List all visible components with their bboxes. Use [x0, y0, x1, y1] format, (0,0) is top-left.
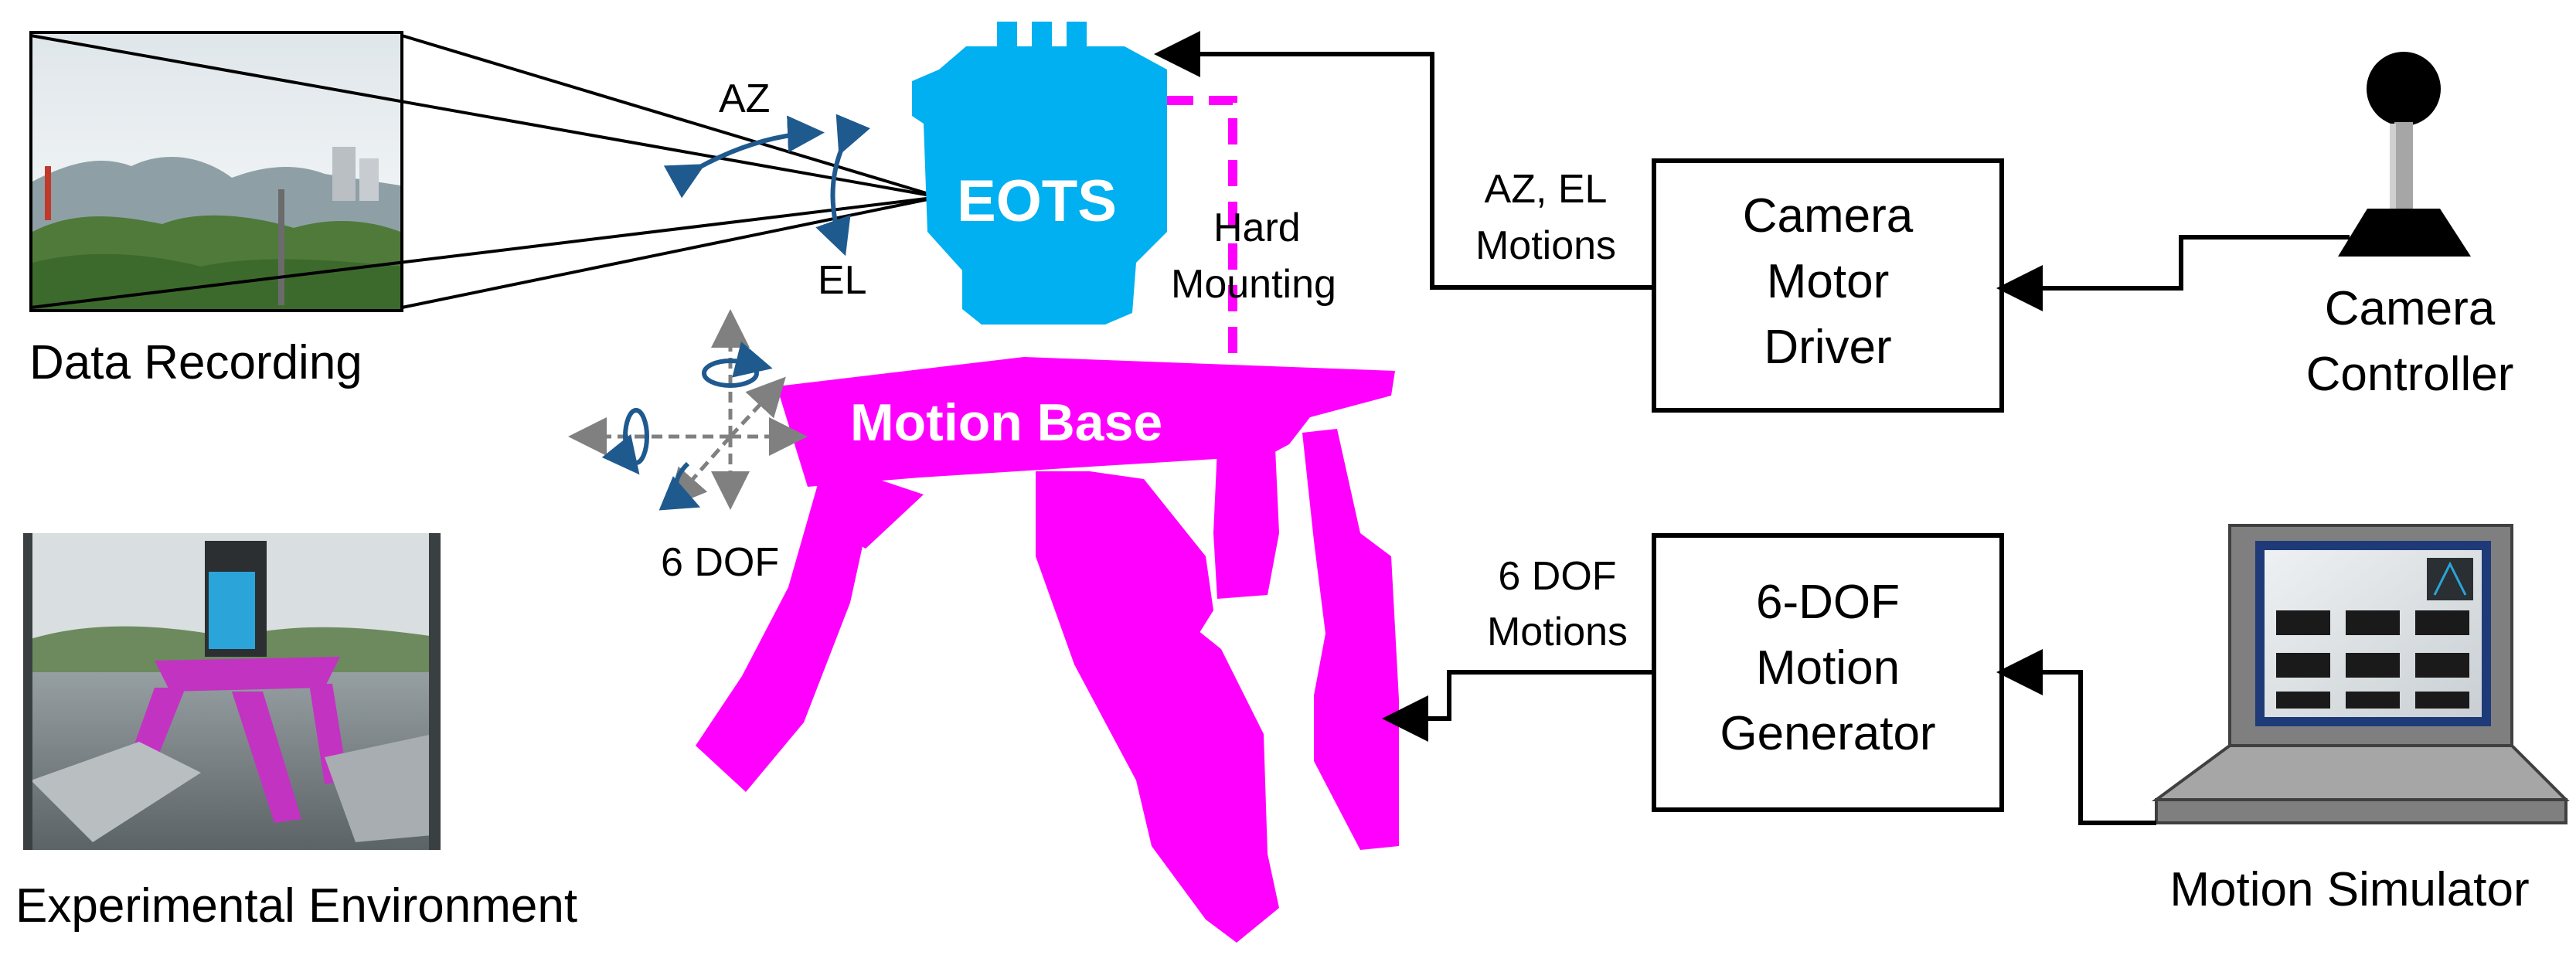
laptop-icon: [2151, 524, 2570, 824]
camera-motor-driver-line3: Driver: [1764, 321, 1891, 374]
az-el-motions-label-line1: AZ, EL: [1485, 167, 1608, 212]
motion-generator-box: [1652, 533, 2004, 812]
camera-controller-connector: [1996, 235, 2350, 311]
motion-simulator-label: Motion Simulator: [2169, 863, 2529, 916]
six-dof-motions-connector: [1382, 670, 1654, 742]
experimental-environment-label: Experimental Environment: [15, 879, 577, 933]
data-recording-label: Data Recording: [29, 336, 362, 389]
joystick-icon: [2338, 52, 2471, 257]
experimental-environment-photo: [23, 533, 441, 850]
el-rotation-arrow: [815, 114, 870, 257]
motion-simulator-connector: [1996, 649, 2156, 825]
az-el-motions-label-line2: Motions: [1475, 223, 1616, 268]
hard-mounting-label-line1: Hard: [1213, 206, 1301, 250]
six-dof-motions-label-line2: Motions: [1487, 610, 1628, 654]
motion-base-label: Motion Base: [850, 393, 1162, 452]
hard-mounting-link: [1167, 96, 1237, 363]
camera-controller-label-line2: Controller: [2306, 348, 2514, 401]
eots-unit: [912, 22, 1167, 325]
camera-motor-driver-box: [1652, 158, 2004, 413]
six-dof-axes: [568, 309, 808, 510]
motion-base-platform: [696, 357, 1399, 943]
motion-generator-line1: 6-DOF: [1756, 576, 1900, 629]
six-dof-label: 6 DOF: [661, 540, 779, 585]
motion-generator-line2: Motion: [1756, 641, 1900, 695]
eots-label: EOTS: [957, 168, 1117, 234]
az-rotation-arrow: [663, 115, 825, 199]
motion-generator-line3: Generator: [1720, 707, 1935, 760]
el-label: EL: [818, 258, 867, 303]
camera-motor-driver-line2: Motor: [1767, 255, 1889, 308]
data-recording-photo: [29, 31, 403, 312]
hard-mounting-label-line2: Mounting: [1171, 262, 1336, 307]
az-label: AZ: [719, 76, 770, 121]
camera-controller-label-line1: Camera: [2325, 282, 2496, 335]
az-el-motions-connector: [1154, 31, 1654, 290]
six-dof-motions-label-line1: 6 DOF: [1498, 554, 1616, 599]
camera-motor-driver-line1: Camera: [1743, 189, 1914, 243]
six-dof-rotation-arrows: [601, 341, 773, 511]
